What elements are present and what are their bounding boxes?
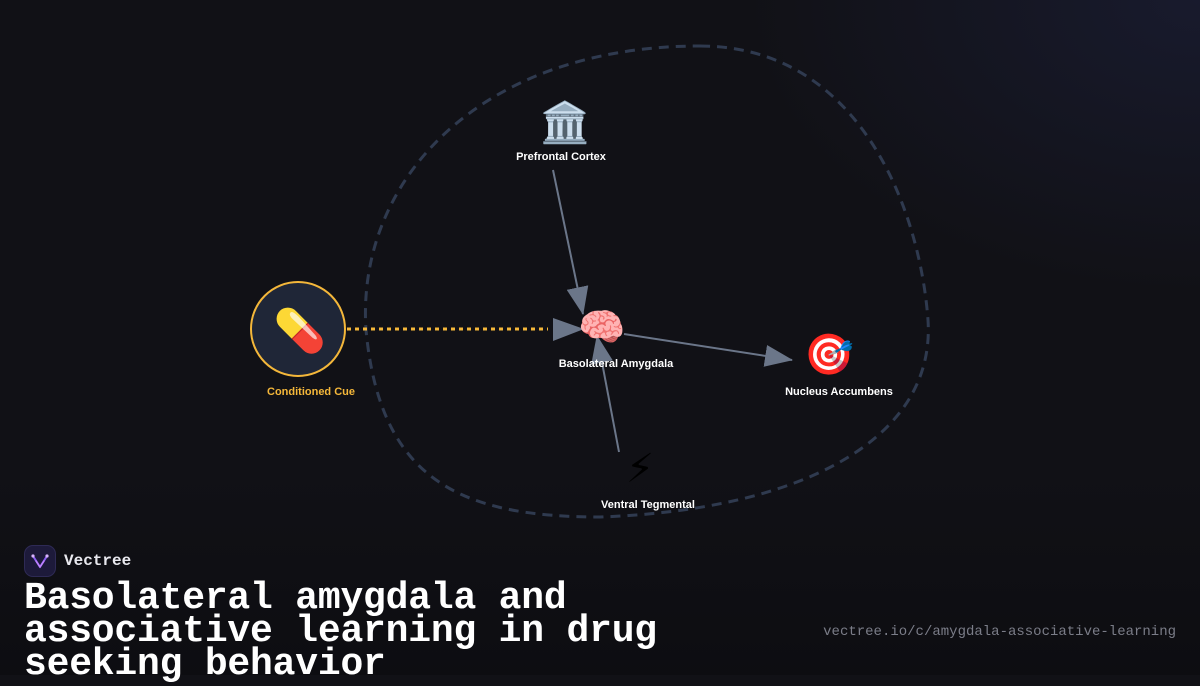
edge-bla-to-nac <box>623 333 793 367</box>
edge-pfc-to-bla <box>552 169 589 315</box>
node-label-ventral-tegmental: Ventral Tegmental <box>601 499 695 511</box>
lightning-icon: ⚡ <box>626 446 654 492</box>
node-nucleus-accumbens: 🎯 Nucleus Accumbens <box>785 332 893 398</box>
node-label-basolateral-amygdala: Basolateral Amygdala <box>559 358 674 370</box>
node-label-nucleus-accumbens: Nucleus Accumbens <box>785 386 893 398</box>
edge-cue-to-bla-arrowhead <box>553 318 584 341</box>
pill-icon: 💊 <box>274 305 326 356</box>
edge-vta-to-bla <box>591 335 620 453</box>
brand-name: Vectree <box>64 552 132 570</box>
node-label-prefrontal-cortex: Prefrontal Cortex <box>516 151 607 163</box>
node-conditioned-cue: 💊 Conditioned Cue <box>250 281 355 398</box>
conditioned-cue-ring <box>250 281 346 377</box>
node-prefrontal-cortex: 🏛️ Prefrontal Cortex <box>516 99 607 163</box>
page-url[interactable]: vectree.io/c/amygdala-associative-learni… <box>823 624 1176 640</box>
node-basolateral-amygdala: 🧠 Basolateral Amygdala <box>559 305 674 370</box>
classical-building-icon: 🏛️ <box>540 99 590 146</box>
circuit-boundary <box>363 44 930 519</box>
brand: Vectree <box>24 544 131 578</box>
brain-icon: 🧠 <box>578 305 625 349</box>
vectree-logo-icon <box>24 545 56 577</box>
node-label-conditioned-cue: Conditioned Cue <box>267 386 355 398</box>
node-ventral-tegmental: ⚡ Ventral Tegmental <box>601 446 695 511</box>
page-title: Basolateral amygdala and associative lea… <box>24 577 657 686</box>
circuit-diagram: 🏛️ Prefrontal Cortex 💊 Conditioned Cue 🧠… <box>250 44 930 519</box>
target-icon: 🎯 <box>804 332 854 378</box>
